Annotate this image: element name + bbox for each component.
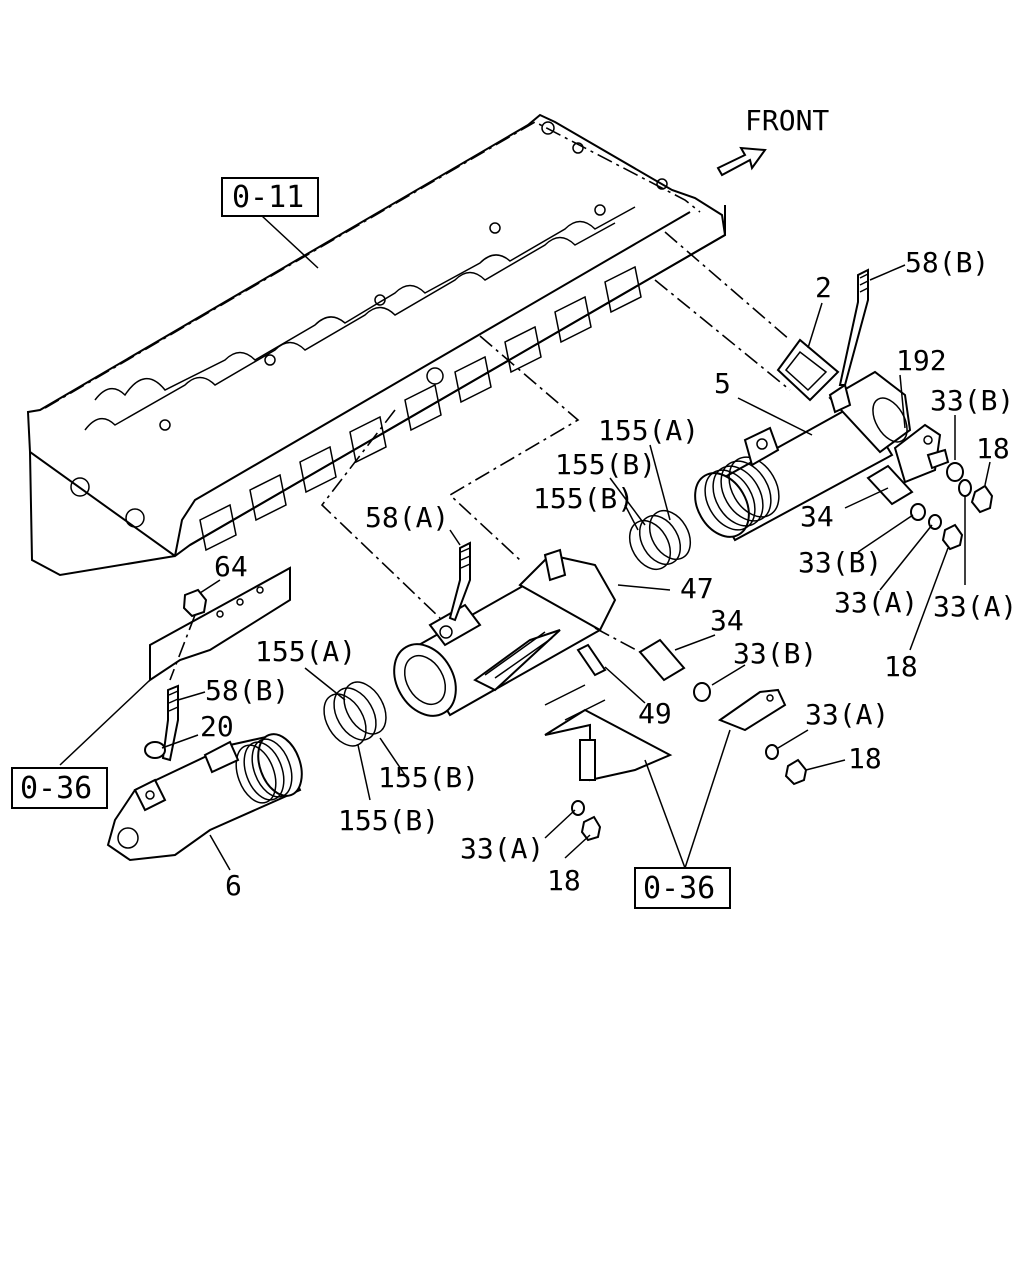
callout-58a: 58(A) xyxy=(365,501,449,534)
ref-head-label: 0-11 xyxy=(232,180,304,215)
callout-49: 49 xyxy=(638,697,672,730)
callout-58b-top: 58(B) xyxy=(905,246,989,279)
front-arrow-icon xyxy=(716,146,767,177)
callout-33b-r2: 33(B) xyxy=(798,546,882,579)
stud-58a xyxy=(448,541,471,622)
water-pipe-6 xyxy=(106,733,303,862)
stud-58b-top xyxy=(838,268,869,386)
callout-155b-r2: 155(B) xyxy=(533,482,634,515)
ref-box-bracket-bottom xyxy=(634,867,731,909)
ref-box-bracket-left xyxy=(11,767,108,809)
callout-155b-l2: 155(B) xyxy=(338,804,439,837)
callout-33a-r2: 33(A) xyxy=(933,590,1017,623)
front-label: FRONT xyxy=(745,104,829,137)
callout-155a-l: 155(A) xyxy=(255,635,356,668)
callout-18-r2: 18 xyxy=(884,650,918,683)
callout-18-m: 18 xyxy=(848,742,882,775)
water-pipe-47 xyxy=(393,548,617,717)
callout-20: 20 xyxy=(200,710,234,743)
stud-49 xyxy=(576,643,607,677)
bracket-bottom xyxy=(544,684,787,782)
ref-box-head xyxy=(221,177,319,217)
leader-lines xyxy=(59,264,991,871)
callout-33b-m: 33(B) xyxy=(733,637,817,670)
washers-right xyxy=(910,462,994,551)
callout-64: 64 xyxy=(214,550,248,583)
ref-bracket-left-label: 0-36 xyxy=(20,771,92,806)
callout-5: 5 xyxy=(714,367,731,400)
callout-47: 47 xyxy=(680,572,714,605)
callout-18-r1: 18 xyxy=(976,432,1010,465)
callout-34-r: 34 xyxy=(800,500,834,533)
callout-58b-l: 58(B) xyxy=(205,674,289,707)
callout-6: 6 xyxy=(225,869,242,902)
callout-33b-r1: 33(B) xyxy=(930,384,1014,417)
callout-34-m: 34 xyxy=(710,604,744,637)
callout-155b-l1: 155(B) xyxy=(378,761,479,794)
gasket-2 xyxy=(776,338,840,402)
bracket-192 xyxy=(893,423,950,484)
callout-33a-b: 33(A) xyxy=(460,832,544,865)
ref-bracket-bottom-label: 0-36 xyxy=(643,871,715,906)
callout-192: 192 xyxy=(896,344,947,377)
o-rings-left xyxy=(323,681,387,747)
sleeve-34-right xyxy=(866,464,914,506)
washers-middle xyxy=(571,682,808,842)
callout-33a-r1: 33(A) xyxy=(834,586,918,619)
callout-2: 2 xyxy=(815,271,832,304)
sleeve-34-middle xyxy=(638,638,686,682)
callout-33a-m: 33(A) xyxy=(805,698,889,731)
o-rings-right xyxy=(628,510,692,570)
callout-155b-r1: 155(B) xyxy=(555,448,656,481)
nut-64 xyxy=(182,588,208,618)
washer-20 xyxy=(144,741,166,759)
callout-155a-r: 155(A) xyxy=(598,414,699,447)
callout-18-b: 18 xyxy=(547,864,581,897)
stud-58b-left xyxy=(161,684,179,762)
cylinder-head xyxy=(26,113,727,577)
water-pipe-5 xyxy=(694,370,912,542)
